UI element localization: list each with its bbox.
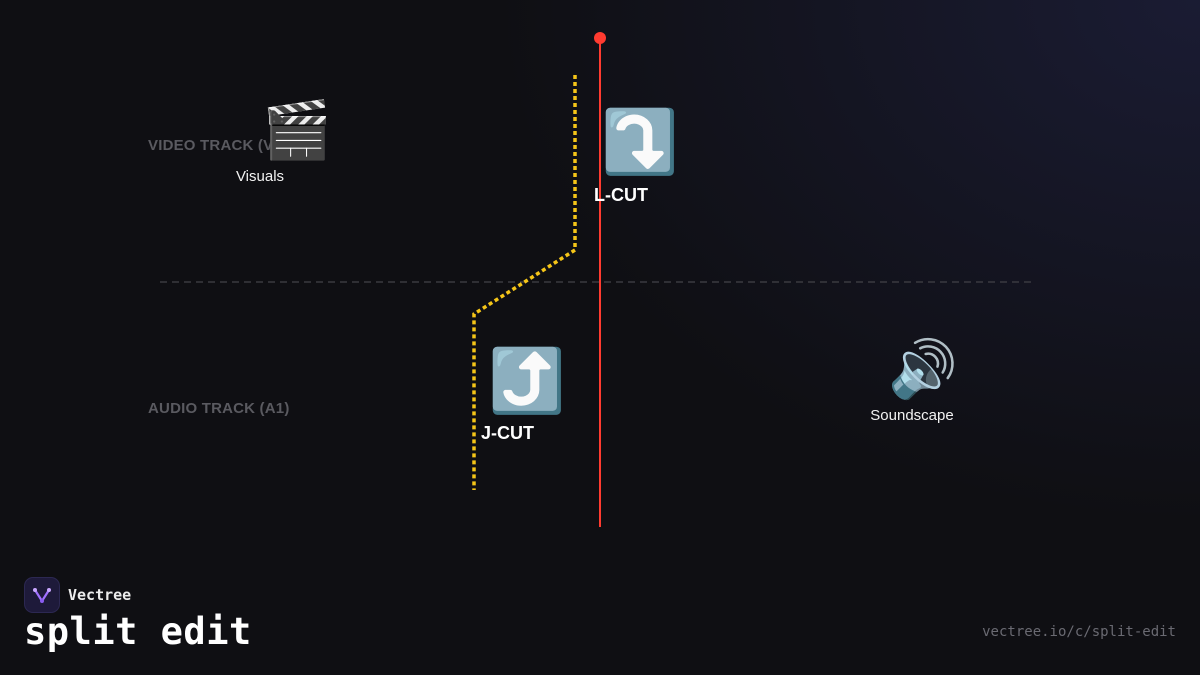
clapper-board-icon: 🎬 bbox=[262, 98, 332, 163]
split-edit-path bbox=[472, 75, 577, 490]
audio-track-label: AUDIO TRACK (A1) bbox=[148, 400, 290, 417]
video-track-label: VIDEO TRACK (V1) bbox=[148, 137, 288, 154]
arrow-curving-down-icon: ⤵️ bbox=[601, 105, 679, 178]
brand: Vectree bbox=[24, 577, 131, 613]
vectree-logo-icon bbox=[24, 577, 60, 613]
soundscape-label: Soundscape bbox=[870, 407, 954, 424]
arrow-curving-up-icon: ⤴️ bbox=[488, 344, 566, 417]
j-cut-label: J-CUT bbox=[481, 423, 534, 443]
speaker-icon: 🔊 bbox=[888, 337, 958, 402]
page-url[interactable]: vectree.io/c/split-edit bbox=[982, 624, 1176, 640]
brand-name: Vectree bbox=[68, 586, 132, 604]
playhead-handle[interactable] bbox=[594, 32, 606, 44]
l-cut-label: L-CUT bbox=[594, 185, 648, 205]
visuals-label: Visuals bbox=[235, 168, 285, 185]
page-title: split edit bbox=[24, 610, 252, 653]
